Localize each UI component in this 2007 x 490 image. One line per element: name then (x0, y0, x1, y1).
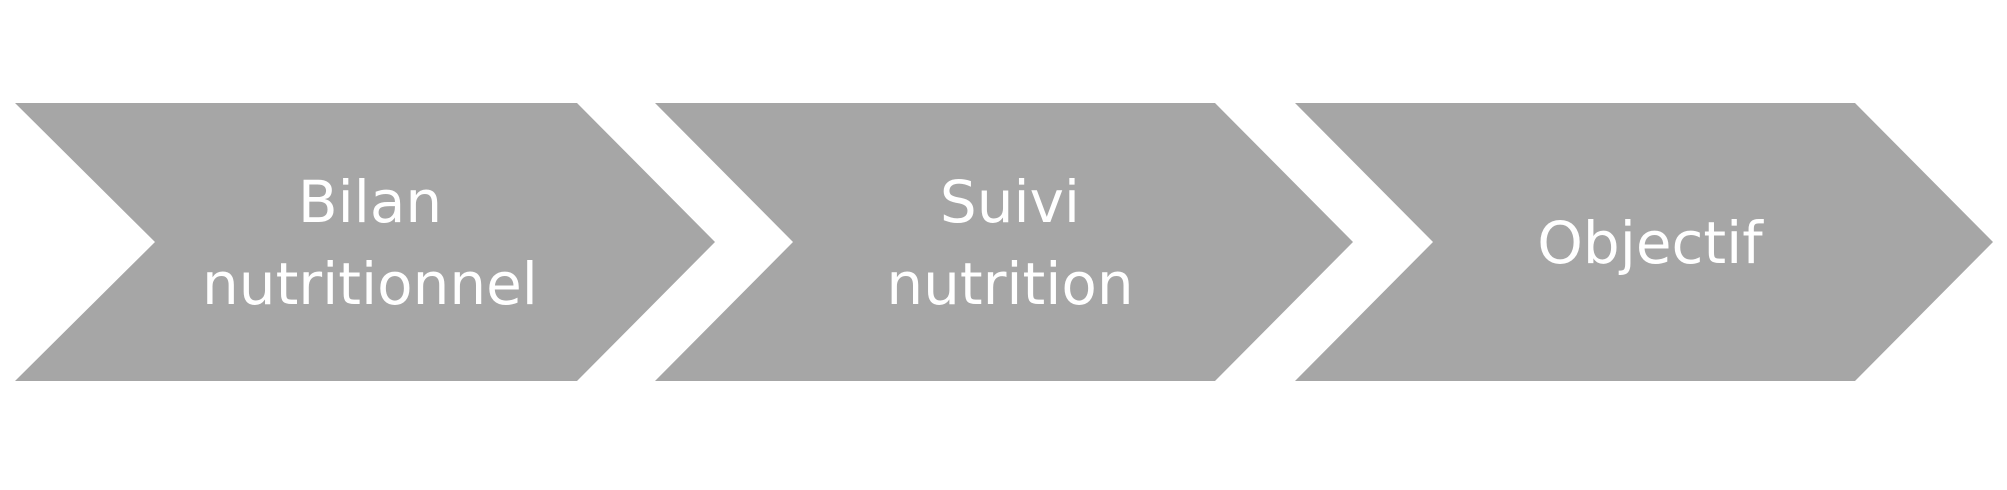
step-3-label: Objectif (1537, 209, 1763, 277)
chevron-step-3 (1295, 103, 1993, 381)
step-2-label: Suivi nutrition (886, 168, 1134, 318)
chevron-step-2 (655, 103, 1353, 381)
chevron-step-1 (15, 103, 715, 381)
step-1-label: Bilan nutritionnel (202, 168, 538, 318)
